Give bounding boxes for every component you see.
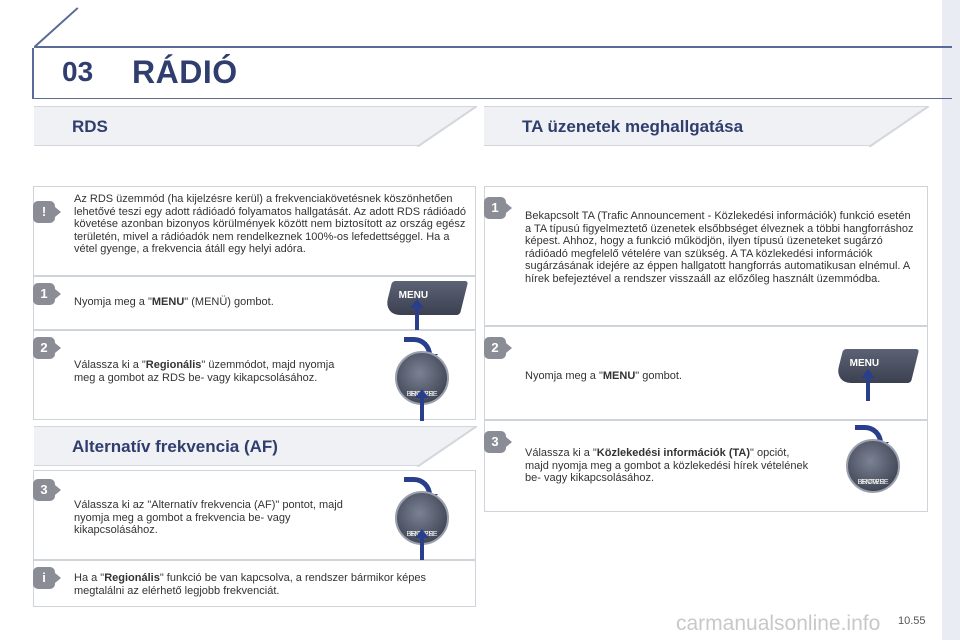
ta-step-2-text: Nyomja meg a "MENU" gombot. [525, 370, 682, 382]
press-arrow-icon [861, 369, 875, 401]
header-rule-top [34, 46, 952, 48]
ta-step-1-text: Bekapcsolt TA (Trafic Announcement - Köz… [525, 210, 914, 285]
rds-step-2-box: 2 Válassza ki a "Regionális" üzemmódot, … [33, 330, 476, 421]
step-number-badge: 2 [33, 337, 61, 359]
ta-step-1-box: 1 Bekapcsolt TA (Trafic Announcement - K… [484, 186, 928, 326]
section-header-af: Alternatív frekvencia (AF) [34, 426, 477, 467]
rds-step-2-text: Válassza ki a "Regionális" üzemmódot, ma… [74, 359, 335, 384]
rds-step-1-text: Nyomja meg a "MENU" (MENÜ) gombot. [74, 296, 274, 308]
chapter-number: 03 [62, 56, 94, 87]
warning-icon: ! [33, 201, 61, 223]
step-number-badge: 3 [484, 431, 512, 453]
press-arrow-icon [410, 299, 424, 331]
header-rule-bottom [34, 98, 952, 99]
ta-step-3-text: Válassza ki a "Közlekedési információk (… [525, 447, 809, 485]
ta-step-3-box: 3 Válassza ki a "Közlekedési információk… [484, 420, 928, 512]
section-title-ta: TA üzenetek meghallgatása [522, 117, 744, 136]
page-number: 10.55 [898, 615, 926, 627]
step-number-badge: 1 [33, 283, 61, 305]
menu-button-icon: MENU [834, 349, 920, 383]
page-margin-strip [942, 0, 960, 640]
rds-note-text: Az RDS üzemmód (ha kijelzésre kerül) a f… [74, 193, 466, 256]
chapter-title: RÁDIÓ [132, 54, 238, 90]
header-rule-left [32, 48, 34, 99]
af-info-text: Ha a "Regionális" funkció be van kapcsol… [74, 572, 427, 597]
section-header-rds: RDS [34, 106, 477, 147]
section-title-af: Alternatív frekvencia (AF) [72, 437, 278, 456]
step-number-badge: 2 [484, 337, 512, 359]
step-number-badge: 3 [33, 479, 61, 501]
af-step-3-box: 3 Válassza ki az "Alternatív frekvencia … [33, 470, 476, 561]
rds-step-1-box: 1 Nyomja meg a "MENU" (MENÜ) gombot. MEN… [33, 276, 476, 331]
af-info-box: i Ha a "Regionális" funkció be van kapcs… [33, 560, 476, 607]
press-arrow-icon [415, 529, 429, 561]
header-rule-diagonal [34, 7, 79, 48]
watermark: carmanualsonline.info [676, 612, 881, 635]
menu-button-icon: MENU [383, 281, 469, 315]
ta-step-2-box: 2 Nyomja meg a "MENU" gombot. MENU [484, 326, 928, 420]
af-step-3-text: Válassza ki az "Alternatív frekvencia (A… [74, 499, 343, 537]
section-title-rds: RDS [72, 117, 108, 136]
step-number-badge: 1 [484, 197, 512, 219]
press-arrow-icon [415, 389, 429, 421]
info-icon: i [33, 567, 61, 589]
rds-note-box: ! Az RDS üzemmód (ha kijelzésre kerül) a… [33, 186, 476, 276]
section-header-ta: TA üzenetek meghallgatása [484, 106, 929, 147]
